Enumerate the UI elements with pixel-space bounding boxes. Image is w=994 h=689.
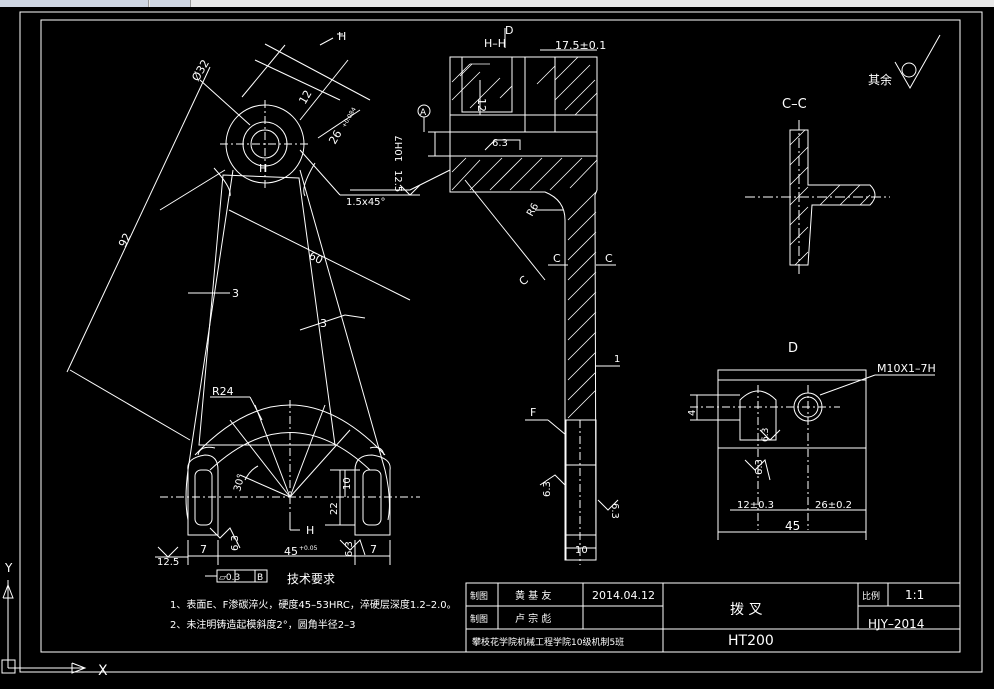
dim-17-5: 17.5±0.1 <box>555 39 606 52</box>
dim-26: 26 <box>326 128 344 147</box>
flatness-tolerance: ▱0.3 <box>219 573 240 583</box>
tb-drawing-no: HJY–2014 <box>868 617 924 631</box>
dim-12-03: 12±0.3 <box>737 500 774 511</box>
label-other-roughness: 其余 <box>868 72 892 87</box>
dim-92: 92 <box>116 231 134 249</box>
label-datum-A: A <box>420 108 427 118</box>
dim-12-vert: 12 <box>475 98 488 112</box>
ucs-icon <box>1 580 87 674</box>
tb-row2-name: 卢 宗 彪 <box>515 612 551 625</box>
tb-row1-date: 2014.04.12 <box>592 589 655 602</box>
rough-12-5-left: 12.5 <box>392 170 403 192</box>
label-angle-30: 30° <box>232 473 247 493</box>
label-D-view: D <box>788 341 798 356</box>
label-H-mid: H <box>259 162 267 175</box>
toolbar-tab[interactable] <box>0 0 149 7</box>
label-D-mark: D <box>505 24 513 37</box>
section-H-H <box>350 28 620 565</box>
tb-school: 攀枝花学院机械工程学院10级机制5班 <box>472 636 624 648</box>
dim-4: 4 <box>687 410 698 416</box>
label-F: F <box>530 406 536 419</box>
tb-scale-label: 比例 <box>862 590 880 602</box>
dim-45-main: 45 <box>284 545 298 558</box>
rough-6-3-e: 6.3 <box>609 503 620 519</box>
tb-material: HT200 <box>728 633 774 649</box>
rough-6-3-a: 6.3 <box>492 138 508 149</box>
tb-part-name: 拨 叉 <box>730 602 762 618</box>
dim-45-D: 45 <box>785 519 800 533</box>
window-top-strip <box>0 0 994 7</box>
rough-6-3-d: 6.3 <box>542 481 553 497</box>
label-C-left: C <box>553 252 561 265</box>
tb-row1-label: 制图 <box>470 590 488 602</box>
dim-10-bottom: 10 <box>575 545 588 556</box>
label-H-top: H <box>338 30 346 43</box>
fork-arm-view <box>66 33 420 583</box>
dim-10-small: 10 <box>342 477 353 490</box>
ucs-axis-X: X <box>98 663 108 679</box>
label-chamfer: 1.5x45° <box>346 197 386 208</box>
outer-frame <box>19 11 983 673</box>
tech-req-line-2: 2、未注明铸造起模斜度2°，圆角半径2–3 <box>170 618 355 631</box>
dim-45-tolerance: +0.05 <box>299 545 318 552</box>
tb-row1-name: 黄 基 友 <box>515 589 551 602</box>
rough-6-3-f: 6.3 <box>761 428 771 442</box>
ucs-axis-Y: Y <box>4 561 13 575</box>
rough-6-3-g: 6.3 <box>754 459 765 475</box>
tech-req-line-1: 1、表面E、F渗碳淬火，硬度45–53HRC，淬硬层深度1.2–2.0。 <box>170 598 457 611</box>
label-HH-section: H–H <box>484 37 506 50</box>
label-R24: R24 <box>212 385 234 398</box>
view-D <box>690 369 935 540</box>
dim-12-top: 12 <box>296 88 314 107</box>
label-CC-title: C–C <box>782 97 807 112</box>
dim-22: 22 <box>329 502 340 515</box>
dim-7-right: 7 <box>370 543 377 556</box>
dim-60: 60 <box>307 249 325 267</box>
title-block <box>465 582 961 653</box>
dim-3-a: 3 <box>232 287 239 300</box>
label-C-right: C <box>605 252 613 265</box>
tech-req-title: 技术要求 <box>287 572 335 586</box>
label-H-bottom: H <box>306 524 314 537</box>
label-datum-B: B <box>257 573 263 583</box>
rough-6-3-c: 6.3 <box>344 541 355 557</box>
other-roughness-symbol <box>894 34 941 90</box>
label-M10-thread: M10X1–7H <box>877 362 936 375</box>
dim-3-b: 3 <box>320 317 327 330</box>
dim-7-left: 7 <box>200 543 207 556</box>
dim-26-02: 26±0.2 <box>815 500 852 511</box>
tb-scale-value: 1:1 <box>905 588 924 602</box>
tb-row2-label: 制图 <box>470 613 488 625</box>
dim-10H7: 10H7 <box>394 135 405 162</box>
toolbar-tab[interactable] <box>150 0 191 7</box>
rough-6-3-b: 6.3 <box>230 535 241 551</box>
section-C-C <box>745 120 890 275</box>
rough-12-5-bottom: 12.5 <box>157 557 179 568</box>
dim-1: 1 <box>614 354 620 365</box>
